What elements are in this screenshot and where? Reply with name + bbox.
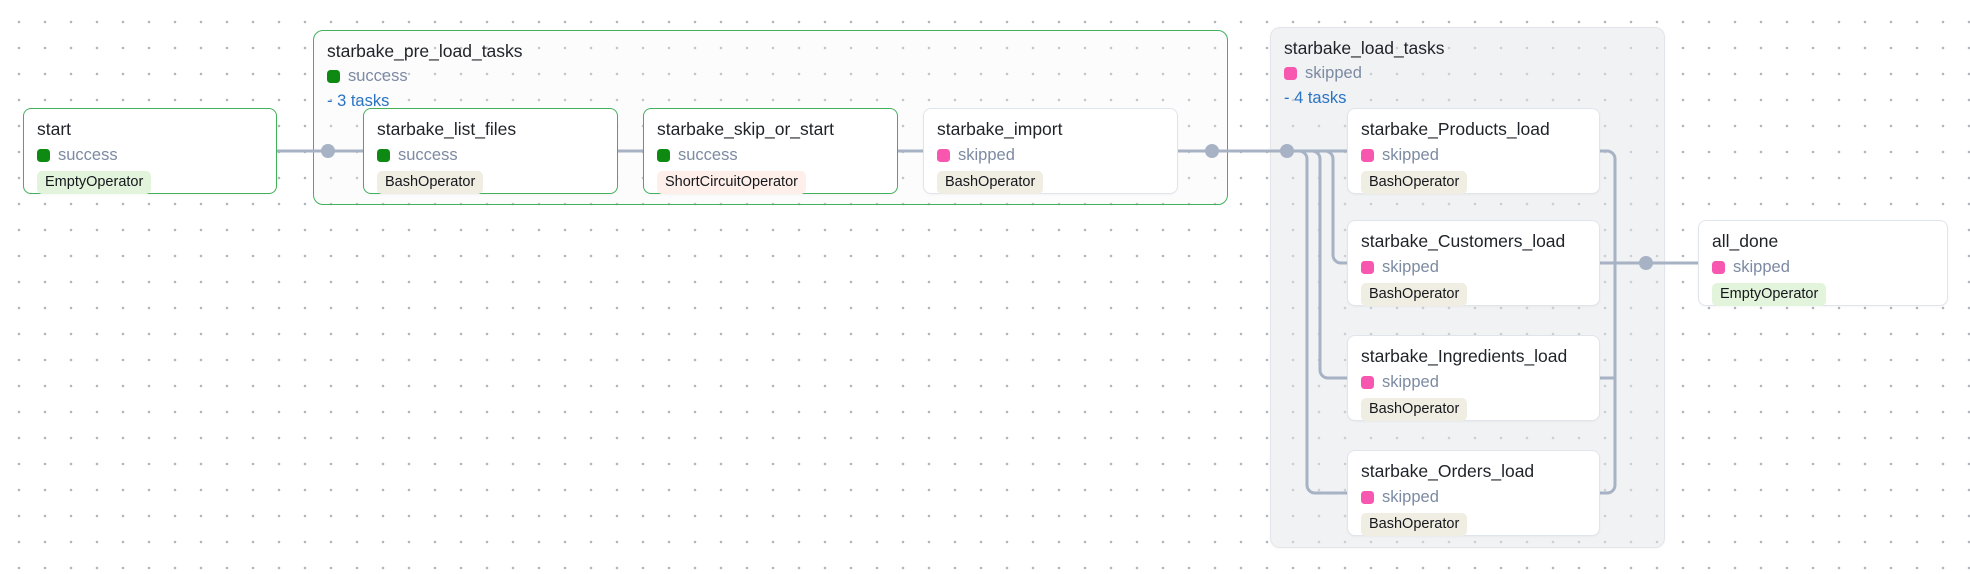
operator-badge: EmptyOperator — [37, 171, 152, 194]
operator-badge: BashOperator — [1361, 171, 1468, 194]
success-status-square-icon — [37, 149, 50, 162]
task-status: skipped — [1361, 146, 1586, 165]
success-status-square-icon — [377, 149, 390, 162]
task-status: success — [377, 146, 604, 165]
task-status: skipped — [937, 146, 1164, 165]
operator-badge: BashOperator — [1361, 283, 1468, 306]
task-status: skipped — [1361, 373, 1586, 392]
edge-to-orders-load — [1287, 149, 1347, 495]
task-status: skipped — [1361, 488, 1586, 507]
skipped-status-square-icon — [1361, 376, 1374, 389]
task-name: all_done — [1712, 231, 1779, 251]
collapse-group-link[interactable]: - 4 tasks — [1284, 88, 1347, 107]
edge-to-ingredients-load — [1287, 149, 1347, 380]
operator-badge: EmptyOperator — [1712, 283, 1827, 306]
skipped-status-square-icon — [1284, 66, 1297, 80]
group-status: skipped — [1284, 64, 1651, 83]
success-status-square-icon — [327, 69, 340, 83]
skipped-status-square-icon — [937, 149, 950, 162]
edge-orders-load-out — [1600, 484, 1617, 495]
task-name: starbake_import — [937, 119, 1063, 139]
group-title: starbake_load_tasks — [1284, 38, 1445, 58]
skipped-status-square-icon — [1361, 149, 1374, 162]
operator-badge: BashOperator — [1361, 398, 1468, 421]
group-title: starbake_pre_load_tasks — [327, 41, 523, 61]
skipped-status-square-icon — [1712, 261, 1725, 274]
edge-to-customers-load — [1287, 149, 1347, 265]
task-node-starbake-ingredients-load[interactable]: starbake_Ingredients_load skipped BashOp… — [1347, 335, 1600, 421]
group-status: success — [327, 67, 1214, 86]
task-name: starbake_Products_load — [1361, 119, 1550, 139]
task-node-starbake-customers-load[interactable]: starbake_Customers_load skipped BashOper… — [1347, 220, 1600, 306]
task-status: success — [37, 146, 263, 165]
task-name: starbake_skip_or_start — [657, 119, 835, 139]
task-node-starbake-skip-or-start[interactable]: starbake_skip_or_start success ShortCirc… — [643, 108, 898, 194]
edge-junction-dot-icon — [321, 144, 335, 158]
task-node-start[interactable]: start success EmptyOperator — [23, 108, 277, 194]
task-status: success — [657, 146, 884, 165]
task-name: starbake_Customers_load — [1361, 231, 1566, 251]
operator-badge: BashOperator — [377, 171, 484, 194]
edge-junction-dot-icon — [1205, 144, 1219, 158]
operator-badge: ShortCircuitOperator — [657, 171, 806, 194]
operator-badge: BashOperator — [937, 171, 1044, 194]
collapse-group-link[interactable]: - 3 tasks — [327, 91, 390, 110]
task-status: skipped — [1712, 258, 1934, 277]
task-node-all-done[interactable]: all_done skipped EmptyOperator — [1698, 220, 1948, 306]
edge-junction-dot-icon — [1280, 144, 1294, 158]
success-status-square-icon — [657, 149, 670, 162]
edge-products-load-out — [1600, 149, 1617, 160]
task-name: starbake_Orders_load — [1361, 461, 1535, 481]
task-node-starbake-list-files[interactable]: starbake_list_files success BashOperator — [363, 108, 618, 194]
task-name: start — [37, 119, 72, 139]
task-name: starbake_list_files — [377, 119, 517, 139]
skipped-status-square-icon — [1361, 261, 1374, 274]
task-node-starbake-import[interactable]: starbake_import skipped BashOperator — [923, 108, 1178, 194]
task-node-starbake-products-load[interactable]: starbake_Products_load skipped BashOpera… — [1347, 108, 1600, 194]
task-status: skipped — [1361, 258, 1586, 277]
operator-badge: BashOperator — [1361, 513, 1468, 536]
task-node-starbake-orders-load[interactable]: starbake_Orders_load skipped BashOperato… — [1347, 450, 1600, 536]
edge-junction-dot-icon — [1639, 256, 1653, 270]
task-name: starbake_Ingredients_load — [1361, 346, 1568, 366]
skipped-status-square-icon — [1361, 491, 1374, 504]
